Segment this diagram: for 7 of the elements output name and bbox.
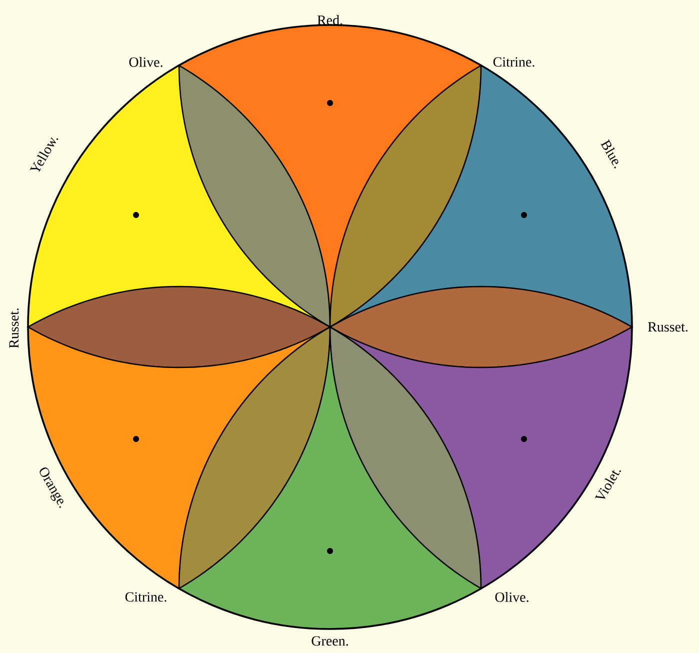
color-label: Citrine.	[493, 57, 534, 67]
color-label: Green.	[312, 636, 348, 646]
color-label: Russet.	[9, 308, 19, 348]
color-label: Russet.	[648, 322, 688, 332]
color-label: Olive.	[495, 592, 528, 602]
color-label: Citrine.	[125, 592, 166, 602]
color-label: Olive.	[129, 57, 162, 67]
